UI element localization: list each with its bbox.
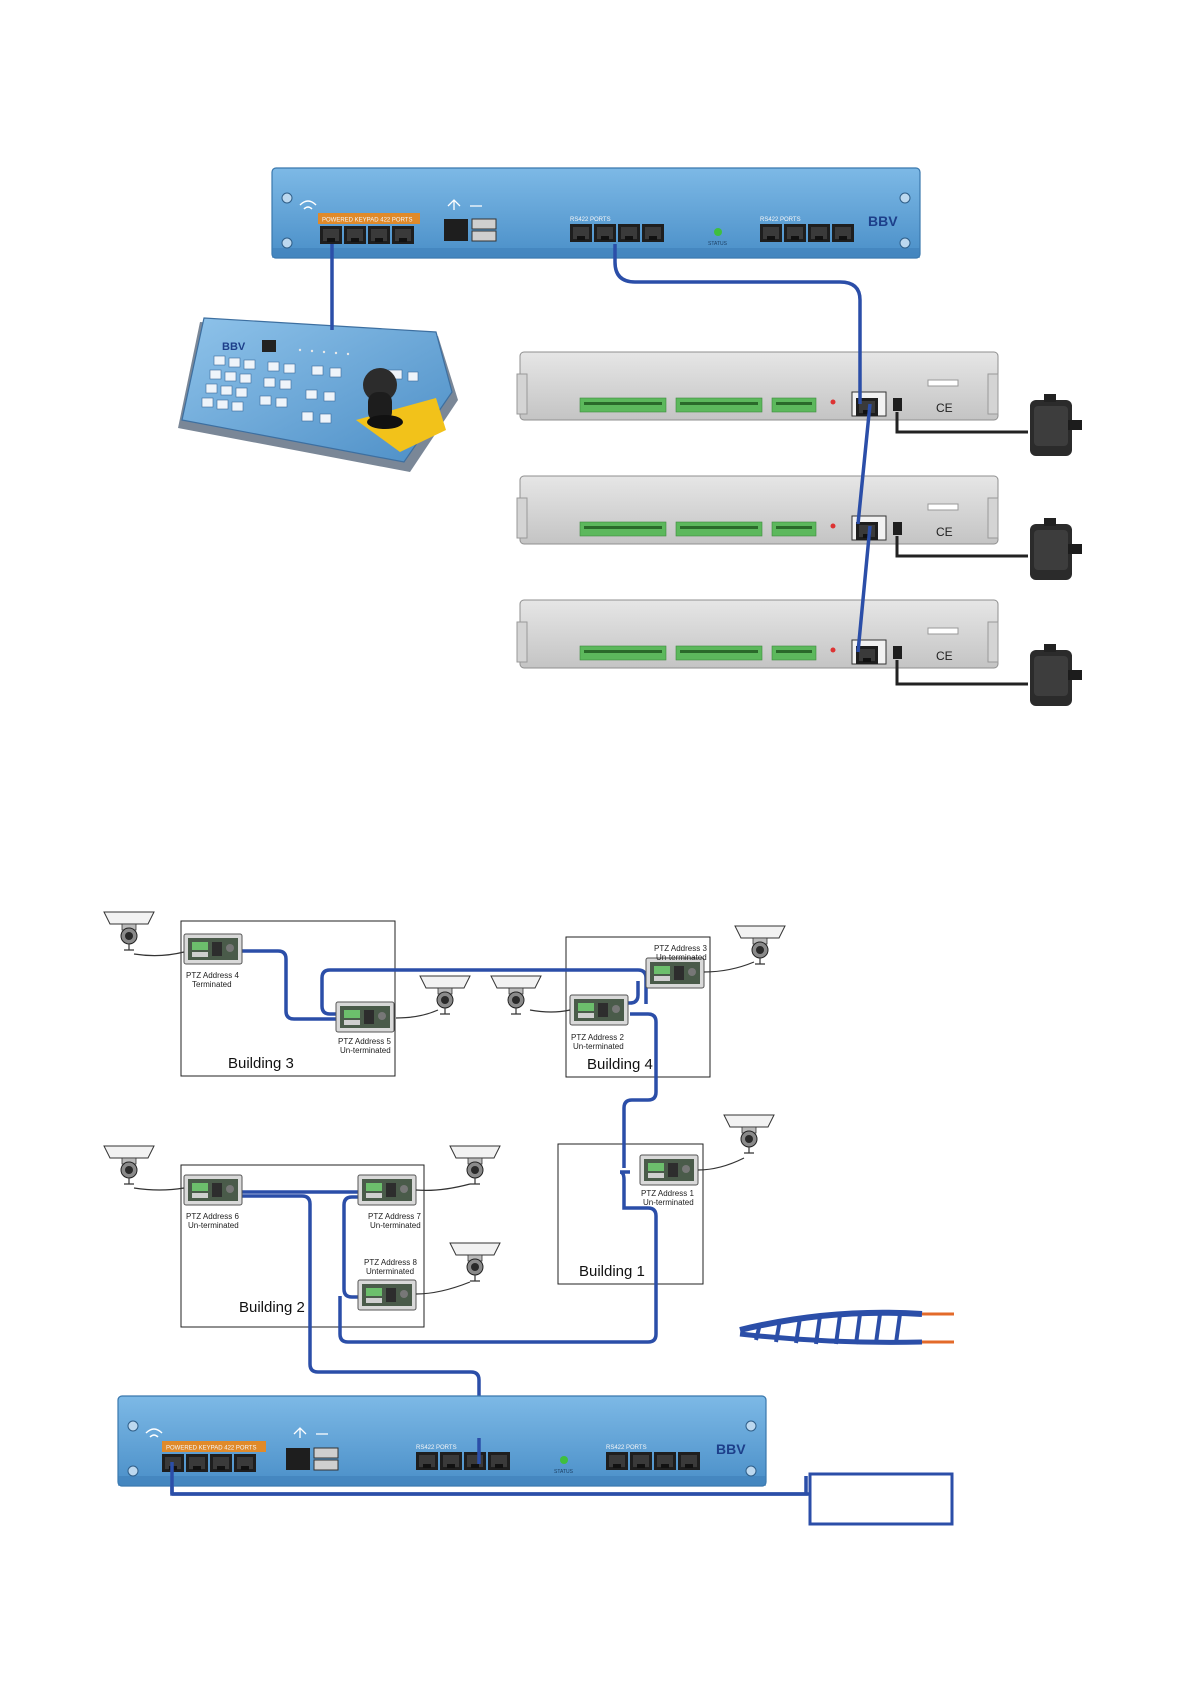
svg-text:BBV: BBV [222, 341, 246, 353]
ptz-5-line2: Un-terminated [340, 1046, 391, 1055]
ptz-8-line1: PTZ Address 8 [364, 1258, 417, 1267]
ptz-receiver-8 [357, 1279, 417, 1311]
psu-1 [1030, 394, 1082, 456]
rs422-mid-label-bottom: RS422 PORTS [416, 1445, 457, 1451]
rs422-mid-label: RS422 PORTS [570, 217, 611, 223]
twisted-pair-cable [739, 1309, 954, 1345]
status-led-bottom [560, 1456, 568, 1464]
ptz-receiver-5 [335, 1001, 395, 1033]
svg-text:STATUS: STATUS [708, 241, 728, 247]
psu-2 [1030, 518, 1082, 580]
building-2-label: Building 2 [239, 1299, 305, 1316]
rs422-right-label-bottom: RS422 PORTS [606, 1445, 647, 1451]
ptz-receiver-3 [645, 957, 705, 989]
network-usb-icon-bottom [293, 1427, 328, 1438]
status-led [714, 228, 722, 236]
camera-6 [103, 1145, 155, 1185]
ptz-receiver-1 [639, 1154, 699, 1186]
svg-text:CE: CE [936, 525, 953, 539]
ptz-receiver-6 [183, 1174, 243, 1206]
ptz-keypad: BBV [178, 317, 458, 472]
ptz-1-line2: Un-terminated [643, 1198, 694, 1207]
ptz-6-line2: Un-terminated [188, 1221, 239, 1230]
ethernet-port [444, 219, 468, 241]
keypad-ports-label-bottom: POWERED KEYPAD 422 PORTS [166, 1446, 256, 1452]
camera-3 [734, 925, 786, 965]
ptz-1-line1: PTZ Address 1 [641, 1189, 694, 1198]
camera-4 [103, 911, 155, 951]
usb-port [471, 218, 497, 230]
camera-2 [490, 975, 542, 1015]
ptz-4-line2: Terminated [192, 980, 232, 989]
alarm-unit-3: CE [516, 599, 999, 669]
svg-text:CE: CE [936, 649, 953, 663]
keypad-endpoint-box [808, 1472, 954, 1526]
network-usb-icon [447, 199, 482, 210]
camera-1 [723, 1114, 775, 1154]
ptz-2-line1: PTZ Address 2 [571, 1033, 624, 1042]
ptz-3-line2: Un-terminated [656, 953, 707, 962]
rs422-right-label: RS422 PORTS [760, 217, 801, 223]
controller-bottom: POWERED KEYPAD 422 PORTS RS422 PORTS STA… [117, 1395, 767, 1487]
ptz-7-line2: Un-terminated [370, 1221, 421, 1230]
controller-top: POWERED KEYPAD 422 PORTS RS422 PORTS STA… [271, 167, 921, 259]
svg-text:STATUS: STATUS [554, 1469, 574, 1475]
camera-7 [449, 1145, 501, 1185]
keypad-ports-label: POWERED KEYPAD 422 PORTS [322, 218, 412, 224]
ptz-2-line2: Un-terminated [573, 1042, 624, 1051]
ptz-7-line1: PTZ Address 7 [368, 1212, 421, 1221]
keypad-ports-label-bg [318, 213, 420, 224]
building-3-label: Building 3 [228, 1055, 294, 1072]
camera-5 [419, 975, 471, 1015]
building-1-label: Building 1 [579, 1263, 645, 1280]
building-4-label: Building 4 [587, 1056, 653, 1073]
alarm-unit-1: CE [516, 351, 999, 421]
ptz-3-line1: PTZ Address 3 [654, 944, 707, 953]
alarm-unit-2: CE [516, 475, 999, 545]
brand-logo: BBV [868, 213, 898, 229]
power-supplies [895, 394, 1082, 706]
building-outlines [180, 920, 711, 1328]
camera-8 [449, 1242, 501, 1282]
psu-3 [1030, 644, 1082, 706]
ptz-5-line1: PTZ Address 5 [338, 1037, 391, 1046]
svg-text:CE: CE [936, 401, 953, 415]
ptz-6-line1: PTZ Address 6 [186, 1212, 239, 1221]
ptz-receiver-2 [569, 994, 629, 1026]
ptz-receiver-4 [183, 933, 243, 965]
ptz-cameras [103, 911, 786, 1295]
joystick-icon [363, 368, 397, 402]
ptz-4-line1: PTZ Address 4 [186, 971, 239, 980]
top-cables [330, 244, 872, 653]
brand-logo-bottom: BBV [716, 1441, 746, 1457]
ptz-8-line2: Unterminated [366, 1267, 414, 1276]
ptz-receiver-7 [357, 1174, 417, 1206]
